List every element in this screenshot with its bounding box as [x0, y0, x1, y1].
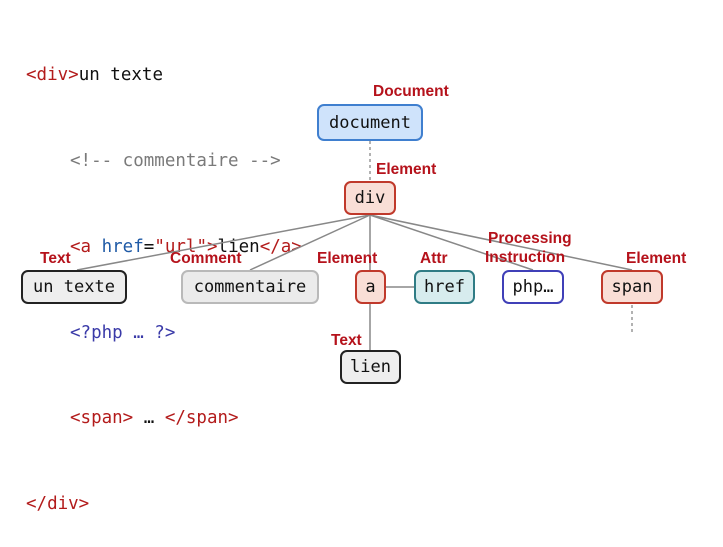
node-div: div [344, 181, 396, 215]
code-span-close-tag: </span> [164, 408, 239, 429]
edge-div-span [369, 214, 633, 271]
code-line-div-open: <div>un texte [26, 61, 302, 90]
code-line-div-close: </div> [26, 490, 302, 519]
node-comment: commentaire [181, 270, 319, 304]
code-a-open-end: > [207, 236, 218, 257]
code-comment: <!-- commentaire --> [70, 150, 281, 171]
node-span: span [601, 270, 663, 304]
code-div-close-tag: </div> [26, 494, 90, 515]
label-href-type: Attr [420, 250, 448, 267]
code-line-anchor: <a href="url">lien</a> [26, 233, 302, 262]
node-a: a [355, 270, 386, 304]
code-equals: = [143, 236, 155, 257]
node-text-lien: lien [340, 350, 401, 384]
node-attr-href: href [414, 270, 475, 304]
code-href-attr-value: "url" [154, 236, 207, 257]
label-document-type: Document [373, 83, 449, 100]
code-line-pi: <?php … ?> [26, 319, 302, 348]
label-pi-type-line2: Instruction [485, 249, 566, 266]
dom-tree-edges [76, 141, 633, 350]
code-span-ellipsis: … [133, 408, 165, 429]
code-div-open-tag: <div> [26, 65, 79, 86]
code-href-attr-name: href [101, 236, 144, 257]
code-line-span: <span> … </span> [26, 404, 302, 433]
code-line-comment: <!-- commentaire --> [26, 147, 302, 176]
label-div-type: Element [376, 161, 437, 178]
label-span-type: Element [626, 250, 687, 267]
label-pi-type-line1: Processing [488, 230, 572, 247]
code-processing-instruction: <?php … ?> [70, 322, 176, 343]
code-span-open-tag: <span> [70, 408, 134, 429]
code-text-untexte: un texte [78, 65, 163, 86]
label-a-type: Element [317, 250, 378, 267]
edge-div-untexte [76, 214, 371, 271]
code-a-open-start: <a [70, 236, 102, 257]
label-untexte-type: Text [40, 250, 71, 267]
label-comment-type: Comment [170, 250, 242, 267]
node-processing-instruction: php… [502, 270, 564, 304]
label-lien-type: Text [331, 332, 362, 349]
edge-div-pi [369, 214, 534, 271]
node-text-untexte: un texte [21, 270, 127, 304]
edge-div-comment [249, 214, 371, 271]
node-document: document [317, 104, 423, 141]
